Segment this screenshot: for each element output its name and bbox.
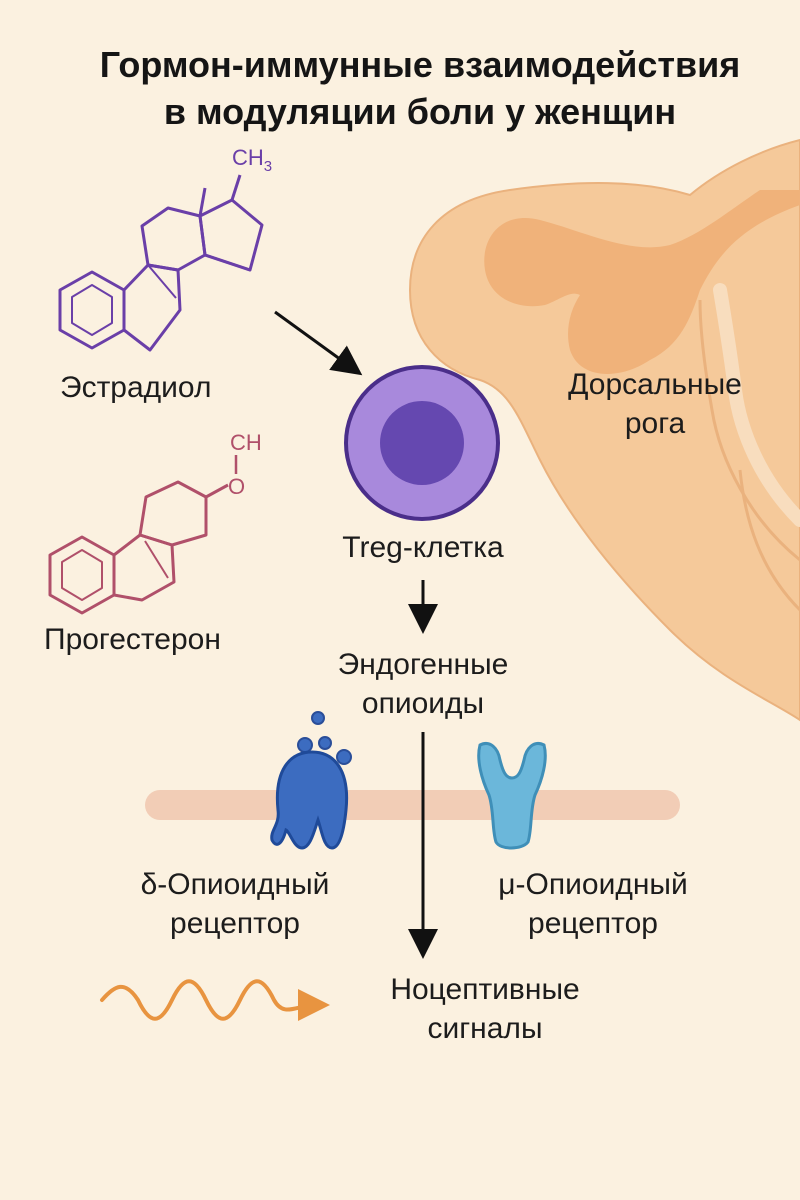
- nociceptive-signals-label: Ноцептивные сигналы: [355, 970, 615, 1048]
- dorsal-horn-label-line-1: Дорсальные: [568, 368, 742, 401]
- endogenous-opioids-line-2: опиоиды: [361, 687, 485, 720]
- treg-cell-label: Treg-клетка: [342, 531, 504, 564]
- dorsal-root-fiber-edge-2: [738, 469, 800, 612]
- estradiol-structure: [58, 174, 264, 352]
- dorsal-horn-shape: [408, 138, 800, 722]
- endogenous-opioids-label: Эндогенные опиоиды: [308, 645, 538, 723]
- estradiol-label: Эстрадиол: [60, 371, 212, 404]
- endogenous-opioids-line-1: Эндогенные: [337, 648, 509, 681]
- dorsal-horn-label: Дорсальные рога: [540, 365, 770, 443]
- delta-receptor-shape: [270, 750, 349, 850]
- nociceptive-signals-line-2: сигналы: [427, 1012, 543, 1045]
- delta-receptor-line-1: δ-Опиоидный: [140, 868, 330, 901]
- page-title: Гормон-иммунные взаимодействия в модуляц…: [60, 42, 780, 136]
- mu-receptor-line-1: μ-Опиоидный: [498, 868, 688, 901]
- dorsal-horn-label-line-2: рога: [624, 407, 686, 440]
- nociceptive-signals-line-1: Ноцептивные: [390, 973, 580, 1006]
- grey-matter: [484, 190, 800, 374]
- progesterone-o-label: O: [228, 474, 245, 499]
- delta-receptor-label: δ-Опиоидный рецептор: [100, 865, 370, 943]
- progesterone-ch-label: CH: [230, 430, 262, 455]
- estradiol-ch3-label: CH3: [232, 145, 272, 175]
- treg-cell-nucleus: [380, 401, 464, 485]
- progesterone-label: Прогестерон: [44, 623, 221, 656]
- dorsal-root-fiber-edge: [698, 299, 800, 562]
- nociceptive-wave: [100, 979, 330, 1022]
- treg-cell: [344, 365, 500, 521]
- mu-receptor-shape: [477, 742, 547, 850]
- opioid-molecules: [297, 711, 352, 765]
- dorsal-root-fiber: [713, 283, 800, 527]
- progesterone-structure: [48, 480, 229, 615]
- cell-membrane: [145, 790, 680, 820]
- arrow-estradiol-to-treg: [274, 310, 363, 376]
- title-line-2: в модуляции боли у женщин: [163, 90, 677, 132]
- delta-receptor-line-2: рецептор: [170, 907, 300, 940]
- mu-receptor-label: μ-Опиоидный рецептор: [448, 865, 738, 943]
- title-line-1: Гормон-иммунные взаимодействия: [99, 44, 741, 85]
- mu-receptor-line-2: рецептор: [528, 907, 658, 940]
